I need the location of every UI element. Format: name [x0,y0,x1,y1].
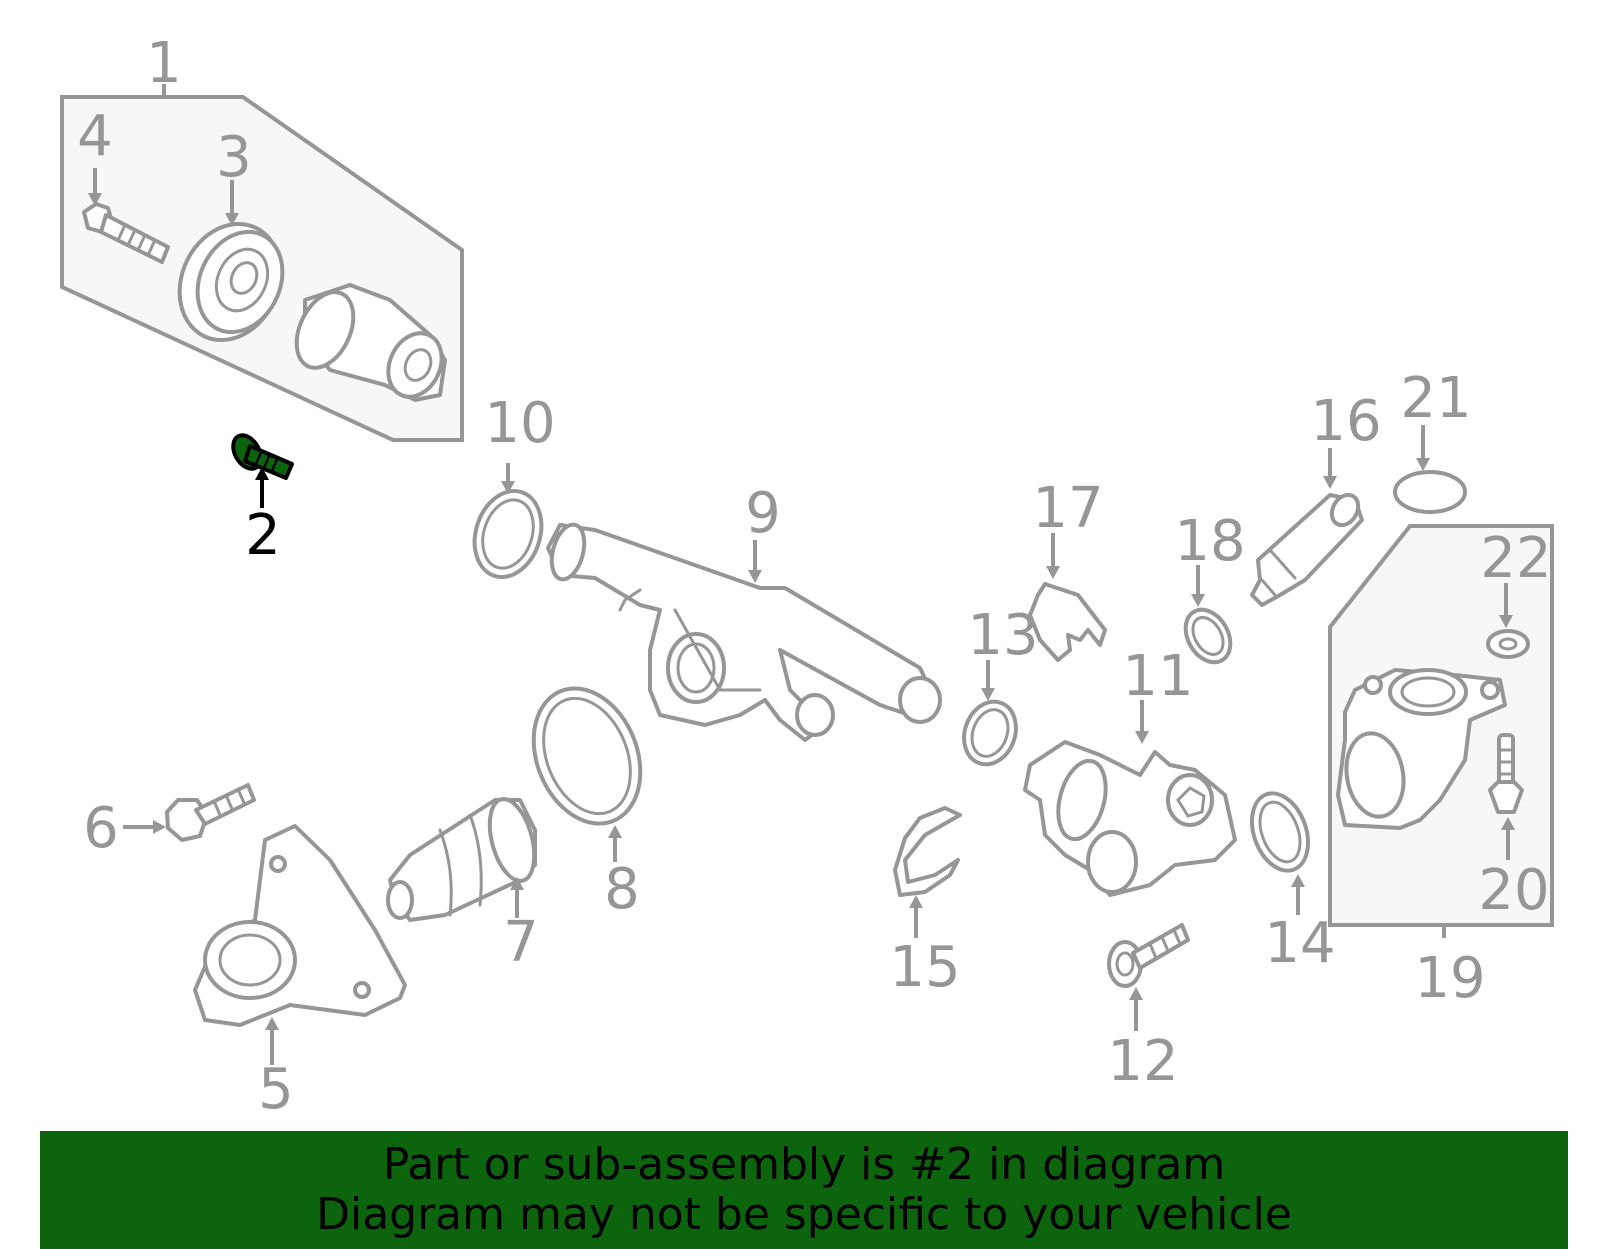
part-16-sensor[interactable] [1250,490,1364,607]
callout-15: 15 [889,935,960,1000]
part-15-clip[interactable] [893,806,962,897]
part-20-bolt[interactable] [1488,733,1524,814]
banner-line-2: Diagram may not be specific to your vehi… [316,1189,1292,1240]
part-8-gasket[interactable] [514,672,659,839]
part-13-o-ring[interactable] [956,694,1025,771]
callout-2: 2 [245,503,281,568]
callout-9: 9 [745,481,781,546]
part-9-water-pipe[interactable] [546,521,942,742]
part-14-o-ring[interactable] [1242,786,1318,879]
part-5-flange-housing[interactable] [193,824,407,1027]
callout-6: 6 [83,796,119,861]
part-19-water-flange[interactable] [1336,668,1507,830]
part-22-washer[interactable] [1486,629,1530,659]
callout-20: 20 [1478,858,1549,923]
part-6-bolt[interactable] [165,783,256,842]
callout-7: 7 [503,910,539,975]
callout-4: 4 [77,104,113,169]
callout-13: 13 [967,603,1038,668]
callout-labels: 1 2 3 4 5 6 7 8 9 10 11 12 13 14 15 16 1… [77,31,1551,1122]
part-10-o-ring[interactable] [464,482,552,585]
callout-17: 17 [1032,476,1103,541]
callout-8: 8 [604,857,640,922]
callout-3: 3 [216,125,252,190]
part-18-o-ring[interactable] [1177,602,1240,670]
callout-11: 11 [1122,644,1193,709]
callout-5: 5 [258,1057,294,1122]
callout-19: 19 [1414,946,1485,1011]
part-11-bypass-pipe[interactable] [1023,740,1237,897]
callout-14: 14 [1264,911,1335,976]
callout-16: 16 [1310,389,1381,454]
callout-12: 12 [1107,1029,1178,1094]
leader-lines [88,168,1515,1065]
part-2-bolt-highlighted[interactable] [228,430,294,480]
callout-10: 10 [484,391,555,456]
part-21-o-ring[interactable] [1393,470,1467,514]
thermostat-housing[interactable] [285,283,451,405]
banner-line-1: Part or sub-assembly is #2 in diagram [382,1139,1226,1190]
callout-18: 18 [1174,509,1245,574]
callout-21: 21 [1400,366,1471,431]
callout-22: 22 [1480,526,1551,591]
callout-1: 1 [146,31,182,96]
part-3-pulley[interactable] [161,207,299,356]
info-banner: Part or sub-assembly is #2 in diagram Di… [40,1131,1568,1249]
part-17-clip[interactable] [1028,582,1107,662]
part-7-thermostat[interactable] [386,794,542,922]
part-12-bolt[interactable] [1107,923,1190,988]
